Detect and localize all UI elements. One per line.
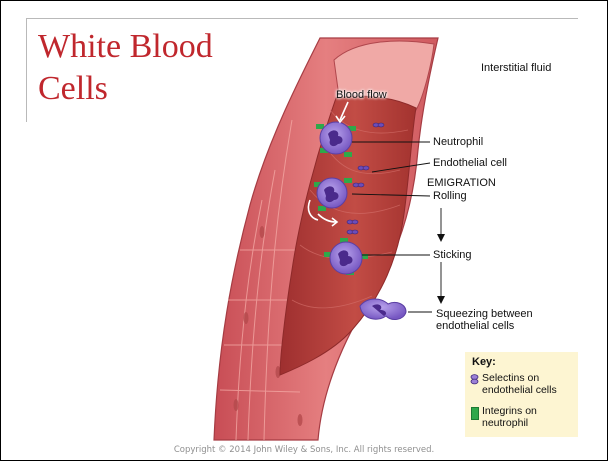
squeezing-label-line2: endothelial cells — [436, 320, 514, 333]
copyright-notice: Copyright © 2014 John Wiley & Sons, Inc.… — [0, 445, 608, 455]
key-selectins-line1: Selectins on — [482, 372, 539, 384]
key-selectins-line2: endothelial cells — [482, 384, 557, 396]
neutrophil-label: Neutrophil — [433, 136, 483, 149]
blood-flow-label: Blood flow — [336, 89, 387, 101]
sticking-label: Sticking — [433, 249, 472, 262]
interstitial-fluid-label: Interstitial fluid — [481, 62, 551, 75]
key-box: Key: Selectins on endothelial cells Inte… — [465, 352, 578, 437]
endothelial-cell-label: Endothelial cell — [433, 157, 507, 170]
key-integrins-line2: neutrophil — [482, 417, 528, 429]
key-integrins-line1: Integrins on — [482, 405, 537, 417]
neutrophil-squeezing — [360, 299, 406, 319]
selectin-icon — [470, 374, 479, 385]
key-title: Key: — [472, 356, 496, 368]
integrin-icon — [471, 407, 479, 420]
rolling-label: Rolling — [433, 190, 467, 203]
emigration-label: EMIGRATION — [427, 177, 496, 190]
